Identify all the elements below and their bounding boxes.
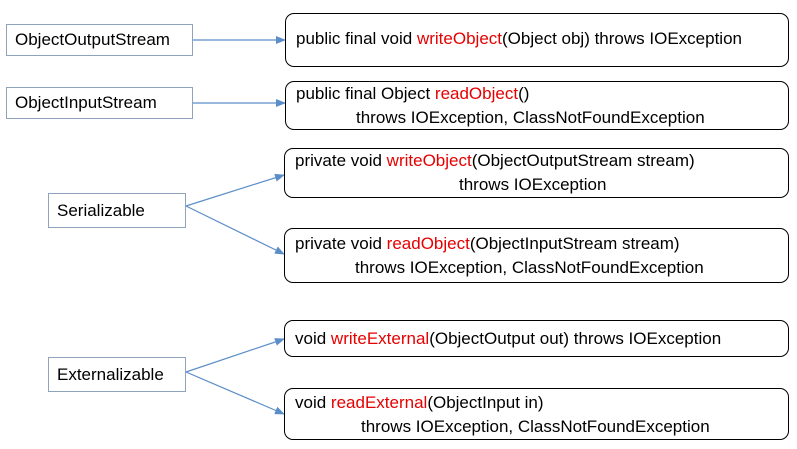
method-name: readObject xyxy=(386,234,470,253)
method-name: readObject xyxy=(434,84,519,103)
method-box-readobject-ois: public final Object readObject() throws … xyxy=(285,81,789,130)
arrow-ext-readexternal xyxy=(185,371,285,415)
method-name: writeObject xyxy=(416,29,502,48)
signature-line: public final void writeObject(Object obj… xyxy=(296,29,742,48)
throws-line: throws IOException, ClassNotFoundExcepti… xyxy=(361,417,710,436)
method-name: readExternal xyxy=(330,393,428,412)
throws-line: throws IOException, ClassNotFoundExcepti… xyxy=(355,258,704,277)
class-box-objectinputstream: ObjectInputStream xyxy=(6,87,193,119)
method-box-writeexternal: void writeExternal(ObjectOutput out) thr… xyxy=(284,320,789,357)
method-box-readobject-serializable: private void readObject(ObjectInputStrea… xyxy=(284,228,789,283)
signature-line: public final Object readObject() xyxy=(296,84,530,103)
class-label: ObjectInputStream xyxy=(15,93,157,112)
signature-line: void writeExternal(ObjectOutput out) thr… xyxy=(295,329,722,348)
signature-line: private void writeObject(ObjectOutputStr… xyxy=(295,151,695,170)
signature-line: void readExternal(ObjectInput in) xyxy=(295,393,544,412)
class-box-externalizable: Externalizable xyxy=(48,357,186,392)
arrow-ser-writeobject xyxy=(185,173,285,207)
method-box-writeobject-oos: public final void writeObject(Object obj… xyxy=(285,13,789,67)
method-name: writeObject xyxy=(386,151,472,170)
class-label: Serializable xyxy=(57,200,145,220)
class-label: ObjectOutputStream xyxy=(15,30,170,49)
method-box-readexternal: void readExternal(ObjectInput in) throws… xyxy=(284,388,789,440)
method-name: writeExternal xyxy=(330,329,430,348)
class-label: Externalizable xyxy=(57,364,164,384)
throws-line: throws IOException xyxy=(459,175,607,194)
arrow-ext-writeexternal xyxy=(185,338,285,373)
method-box-writeobject-serializable: private void writeObject(ObjectOutputStr… xyxy=(284,148,789,198)
signature-line: private void readObject(ObjectInputStrea… xyxy=(295,234,680,253)
class-box-objectoutputstream: ObjectOutputStream xyxy=(6,24,193,56)
arrow-ser-readobject xyxy=(185,205,285,255)
class-box-serializable: Serializable xyxy=(48,193,186,228)
throws-line: throws IOException, ClassNotFoundExcepti… xyxy=(356,108,705,127)
